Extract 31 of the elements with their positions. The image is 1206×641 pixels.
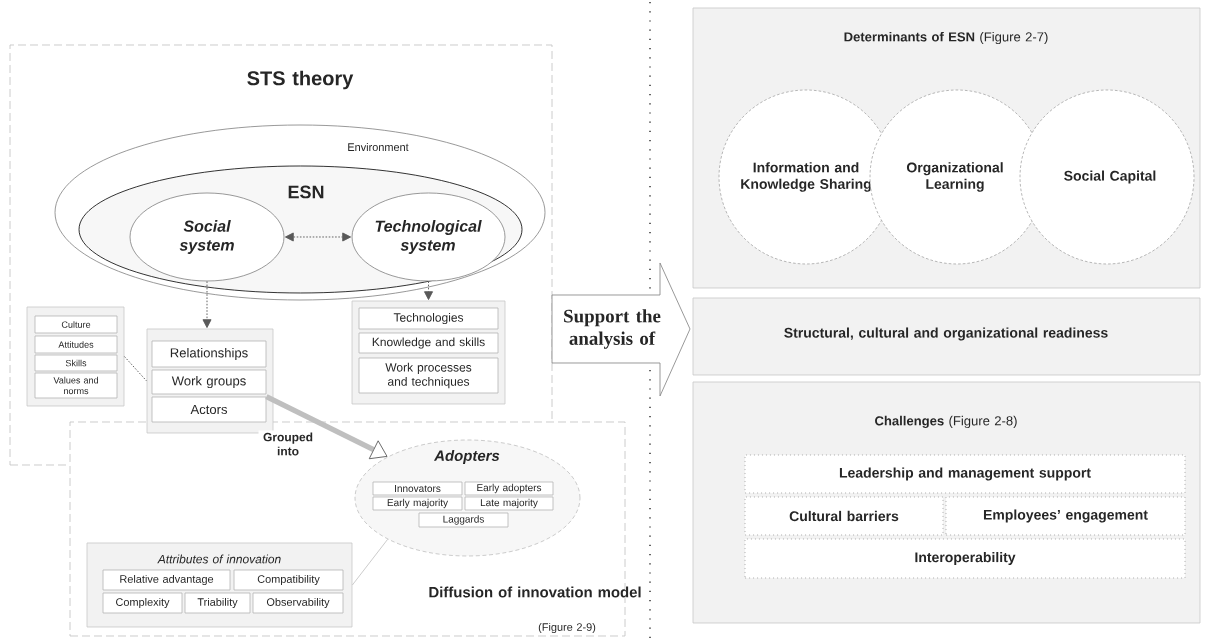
- item-box: Late majority: [464, 496, 554, 511]
- item-box: Compatibility: [233, 569, 344, 591]
- item-box: Triability: [184, 592, 251, 614]
- item-box: Culture: [34, 315, 118, 334]
- item-box: Observability: [252, 592, 344, 614]
- connector-line: [352, 538, 389, 586]
- item-box: Work groups: [151, 369, 267, 395]
- arrow: [202, 280, 212, 328]
- item-box: Skills: [34, 354, 118, 372]
- dotted-box: Leadership and management support: [744, 454, 1186, 494]
- item-box: Values and norms: [34, 372, 118, 399]
- item-box: Work processes and techniques: [358, 357, 499, 394]
- dotted-box: Employees’ engagement: [945, 496, 1186, 536]
- connector-line: [123, 356, 148, 382]
- double-arrow: [265, 394, 388, 460]
- item-box: Attitudes: [34, 335, 118, 354]
- item-box: Innovators: [372, 481, 463, 496]
- dotted-box: Cultural barriers: [744, 496, 944, 536]
- item-box: Knowledge and skills: [358, 332, 499, 354]
- dotted-box: Interoperability: [744, 538, 1186, 579]
- item-box: Relative advantage: [102, 569, 231, 591]
- panel: Structural, cultural and organizational readiness: [692, 297, 1201, 376]
- item-box: Complexity: [102, 592, 183, 614]
- arrow: [424, 280, 433, 301]
- item-box: Actors: [151, 396, 267, 423]
- item-box: Early adopters: [464, 481, 554, 496]
- item-box: Early majority: [372, 496, 463, 511]
- item-box: Relationships: [151, 340, 267, 368]
- item-box: Technologies: [358, 307, 499, 330]
- arrow: [285, 232, 352, 242]
- item-box: Laggards: [418, 512, 509, 528]
